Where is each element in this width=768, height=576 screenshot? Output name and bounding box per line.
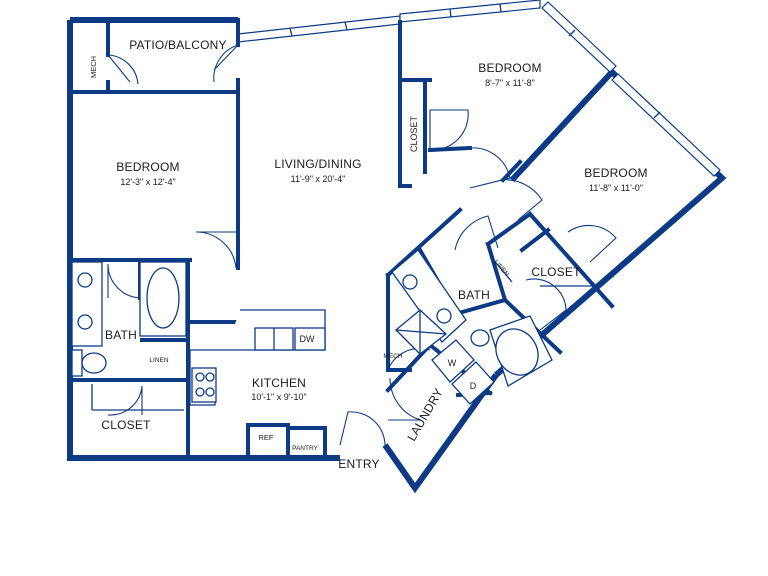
label-dw: DW [300, 334, 315, 344]
label-closet-left: CLOSET [101, 418, 151, 432]
label-living: LIVING/DINING [274, 157, 361, 171]
label-kitchen-dims: 10'-1" x 9'-10" [251, 392, 306, 402]
label-bedroom-top-dims: 8'-7" x 11'-8" [485, 78, 535, 88]
label-pantry: PANTRY [292, 445, 318, 452]
doors [107, 44, 617, 446]
label-bath-left: BATH [105, 328, 137, 342]
label-closet-top: CLOSET [409, 115, 419, 152]
label-bedroom-right: BEDROOM [584, 166, 647, 180]
label-laundry: LAUNDRY [404, 386, 445, 444]
windows [237, 0, 721, 177]
label-mech-top: MECH [89, 56, 98, 78]
label-bedroom-left-dims: 12'-3" x 12'-4" [120, 177, 175, 187]
label-linen-left: LINEN [149, 357, 168, 364]
label-kitchen: KITCHEN [252, 376, 306, 390]
fixtures [71, 249, 600, 411]
label-washer: W [448, 358, 457, 368]
label-dryer: D [470, 381, 477, 391]
label-entry: ENTRY [338, 457, 379, 471]
label-bedroom-top: BEDROOM [478, 61, 541, 75]
label-patio: PATIO/BALCONY [129, 38, 227, 52]
label-ref: REF [259, 433, 274, 442]
label-living-dims: 11'-9" x 20'-4" [291, 174, 346, 184]
label-bedroom-right-dims: 11'-8" x 11'-0" [589, 183, 643, 193]
label-mech-mid: MECH [383, 353, 402, 360]
label-bedroom-left: BEDROOM [116, 160, 179, 174]
label-closet-right: CLOSET [531, 265, 581, 279]
label-bath-right: BATH [458, 288, 490, 302]
